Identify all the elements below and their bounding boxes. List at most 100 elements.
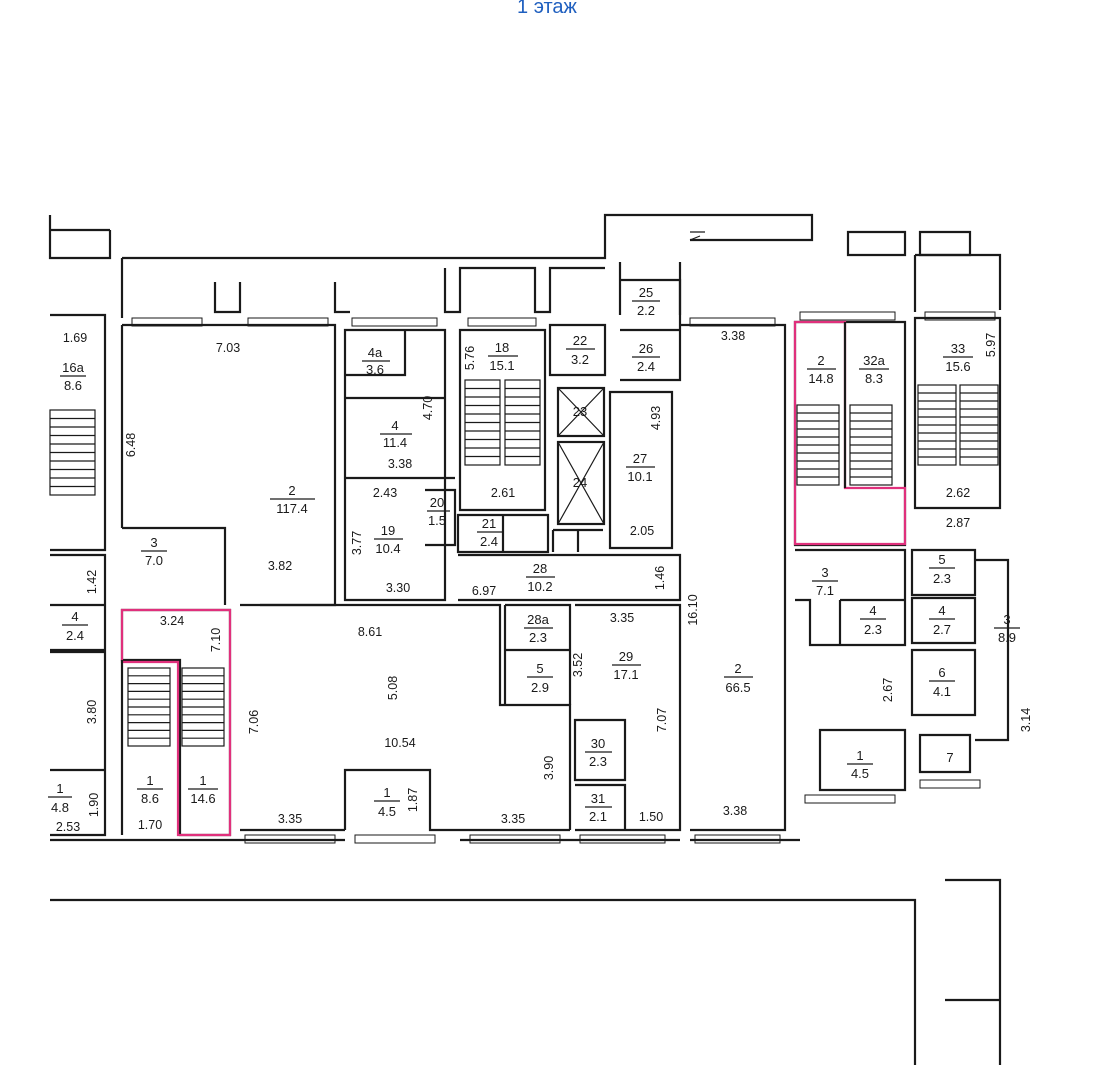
dim: 3.77 [350,531,364,555]
dim: 1.46 [653,566,667,590]
room-26: 262.4 [632,341,660,374]
svg-text:4.1: 4.1 [933,684,951,699]
room-24: 24 [573,475,587,490]
room-4: 411.4 [380,418,412,450]
room-1-small: 14.5 [374,785,400,819]
svg-text:1: 1 [199,773,206,788]
svg-text:3.6: 3.6 [366,362,384,377]
dim: 3.90 [542,756,556,780]
dim: 3.30 [386,581,410,595]
svg-text:2: 2 [817,353,824,368]
svg-text:5: 5 [938,552,945,567]
svg-text:24: 24 [573,475,587,490]
svg-text:2.3: 2.3 [864,622,882,637]
dim: 3.35 [610,611,634,625]
room-1-stair-b: 114.6 [188,773,218,806]
svg-text:7.1: 7.1 [816,583,834,598]
room-6-far: 64.1 [929,665,955,699]
svg-text:28а: 28а [527,612,549,627]
dim: 3.24 [160,614,184,628]
svg-text:14.8: 14.8 [808,371,833,386]
dim: 2.53 [56,820,80,834]
svg-text:26: 26 [639,341,653,356]
svg-text:4: 4 [869,603,876,618]
room-1-right: 14.5 [847,748,873,781]
svg-text:2.3: 2.3 [933,571,951,586]
room-1-far-left: 14.8 [48,781,72,815]
svg-text:2: 2 [288,483,295,498]
dim: 3.35 [278,812,302,826]
svg-text:2.4: 2.4 [637,359,655,374]
svg-text:33: 33 [951,341,965,356]
dim: 4.70 [421,396,435,420]
dim: 3.80 [85,700,99,724]
svg-text:29: 29 [619,649,633,664]
dim: 3.14 [1019,708,1033,732]
svg-text:15.1: 15.1 [489,358,514,373]
room-3-left: 37.0 [141,535,167,568]
svg-text:117.4: 117.4 [276,501,308,516]
dim: 1.70 [138,818,162,832]
svg-text:8.9: 8.9 [998,630,1016,645]
svg-text:2.3: 2.3 [589,754,607,769]
walls [48,213,1010,1065]
dim: 10.54 [384,736,415,750]
svg-text:3: 3 [1003,612,1010,627]
svg-text:2.7: 2.7 [933,622,951,637]
svg-text:8.3: 8.3 [865,371,883,386]
dim: 3.35 [501,812,525,826]
room-22: 223.2 [566,333,595,367]
svg-text:10.2: 10.2 [527,579,552,594]
svg-text:23: 23 [573,404,587,419]
dim: 6.97 [472,584,496,598]
room-3-far: 38.9 [994,612,1020,645]
room-4a: 4а3.6 [362,345,390,377]
dim: 7.06 [247,710,261,734]
dim: 1.69 [63,331,87,345]
dim: 4.93 [649,406,663,430]
svg-text:30: 30 [591,736,605,751]
svg-text:7.0: 7.0 [145,553,163,568]
svg-text:3: 3 [150,535,157,550]
svg-text:10.1: 10.1 [627,469,652,484]
svg-text:1: 1 [56,781,63,796]
svg-text:4.5: 4.5 [851,766,869,781]
room-25: 252.2 [632,285,660,318]
svg-text:66.5: 66.5 [725,680,750,695]
svg-text:31: 31 [591,791,605,806]
dim: 5.08 [386,676,400,700]
svg-text:2: 2 [734,661,741,676]
svg-text:2.4: 2.4 [66,628,84,643]
svg-text:2.3: 2.3 [529,630,547,645]
svg-text:14.6: 14.6 [190,791,215,806]
dim: 1.90 [87,793,101,817]
room-4-right: 42.3 [860,603,886,637]
svg-text:4: 4 [938,603,945,618]
dim: 8.61 [358,625,382,639]
dim: 2.87 [946,516,970,530]
dim: 5.97 [984,333,998,357]
room-1-stair-a: 18.6 [137,773,163,806]
dim: 2.05 [630,524,654,538]
dim: 6.48 [124,433,138,457]
floor-title: 1 этаж [517,0,577,18]
dim: 2.61 [491,486,515,500]
svg-text:16а: 16а [62,360,84,375]
svg-text:4а: 4а [368,345,383,360]
dim: 7.10 [209,628,223,652]
room-7-far: 7 [946,750,953,765]
svg-text:2.4: 2.4 [480,534,498,549]
svg-text:28: 28 [533,561,547,576]
room-31: 312.1 [585,791,612,824]
dim: 3.52 [571,653,585,677]
svg-text:2.9: 2.9 [531,680,549,695]
svg-text:3: 3 [821,565,828,580]
